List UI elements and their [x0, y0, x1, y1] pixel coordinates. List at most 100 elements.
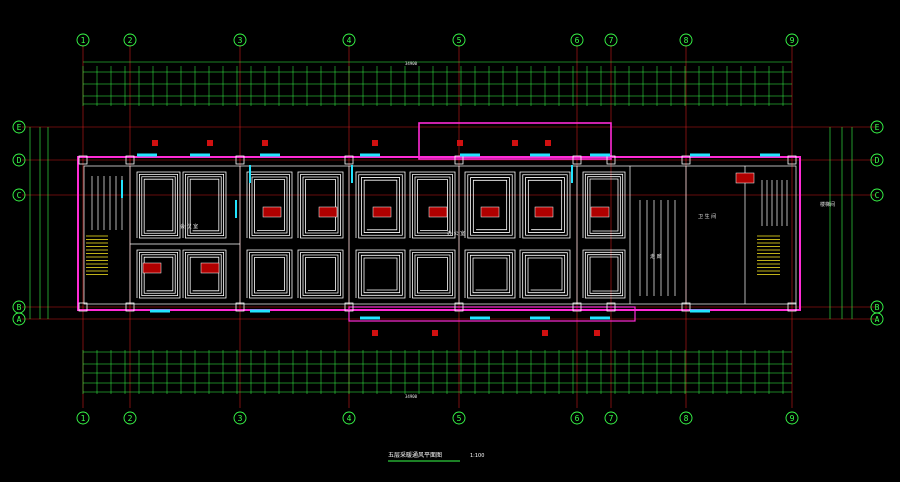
- dimension-lines: [29, 61, 853, 394]
- drawing-scale: 1:100: [470, 453, 484, 459]
- axis-label-row: C: [17, 191, 22, 200]
- column: [78, 302, 88, 312]
- column: [235, 302, 245, 312]
- axis-label-col: 5: [457, 36, 462, 45]
- room-label-stair: 楼梯间: [820, 201, 835, 208]
- axis-label-row: C: [875, 191, 880, 200]
- heating-coil: [582, 171, 626, 239]
- vent-marker: [372, 330, 378, 336]
- axis-bubble-row: [870, 153, 884, 167]
- vent-marker: [262, 140, 268, 146]
- axis-label-col: 8: [684, 36, 689, 45]
- axis-bubble-col: [452, 33, 466, 47]
- heating-coil: [182, 171, 227, 239]
- corridor-wall: [348, 306, 636, 322]
- axis-label-col: 8: [684, 414, 689, 423]
- axis-label-col: 1: [81, 414, 86, 423]
- window-duct: [360, 316, 380, 320]
- column: [454, 155, 464, 165]
- axis-bubble-col: [679, 33, 693, 47]
- ducts-and-fixtures: [86, 140, 780, 336]
- vent-marker: [207, 140, 213, 146]
- column: [572, 302, 582, 312]
- window-duct: [150, 309, 170, 313]
- room-label-corridor: 走 廊: [650, 253, 662, 260]
- column: [344, 302, 354, 312]
- axis-bubble-col: [123, 411, 137, 425]
- drawing-title: 五层采暖通风平面图: [388, 451, 442, 459]
- window-duct: [530, 153, 550, 157]
- heating-coil: [136, 171, 181, 239]
- window-duct: [360, 153, 380, 157]
- vent-marker: [594, 330, 600, 336]
- interior-wall: [83, 165, 797, 305]
- axis-label-row: D: [875, 156, 880, 165]
- window-duct: [590, 153, 610, 157]
- axis-bubble-row: [12, 120, 26, 134]
- window-duct: [690, 309, 710, 313]
- column: [606, 302, 616, 312]
- window-duct: [590, 316, 610, 320]
- axis-label-col: 3: [238, 414, 243, 423]
- heating-coil: [355, 171, 406, 239]
- heating-coils: [91, 171, 788, 299]
- axis-bubble-col: [570, 411, 584, 425]
- heating-coil: [297, 249, 344, 299]
- heating-coil: [355, 249, 406, 299]
- heater-tag: [200, 262, 220, 274]
- heater-tag: [534, 206, 554, 218]
- exterior-wall: [77, 156, 801, 311]
- axis-bubble-col: [123, 33, 137, 47]
- vent-marker: [512, 140, 518, 146]
- axis-bubble-row: [870, 188, 884, 202]
- bottom-overall-dim: 34900: [405, 394, 418, 399]
- axis-label-row: B: [875, 303, 880, 312]
- axis-bubble-col: [785, 411, 799, 425]
- room-label-meeting: 会 议 室: [180, 223, 198, 230]
- axis-bubble-col: [679, 411, 693, 425]
- heating-coil: [519, 171, 571, 239]
- heating-coil: [246, 171, 293, 239]
- window-duct: [690, 153, 710, 157]
- vent-marker: [542, 330, 548, 336]
- axis-bubble-col: [233, 411, 247, 425]
- axis-label-col: 2: [128, 414, 133, 423]
- heating-coil: [519, 249, 571, 299]
- grid-lines: [22, 45, 876, 408]
- axis-label-col: 9: [790, 414, 795, 423]
- heating-coil: [246, 249, 293, 299]
- axis-bubble-col: [785, 33, 799, 47]
- window-duct: [250, 309, 270, 313]
- heater-tag: [590, 206, 610, 218]
- heating-coil: [136, 249, 181, 299]
- axis-label-row: B: [17, 303, 22, 312]
- heater-tag: [318, 206, 338, 218]
- axis-bubble-col: [342, 411, 356, 425]
- axis-label-row: E: [17, 123, 22, 132]
- vent-marker: [432, 330, 438, 336]
- axis-bubble-col: [604, 33, 618, 47]
- vent-marker: [152, 140, 158, 146]
- column: [787, 302, 797, 312]
- heater-tag: [142, 262, 162, 274]
- heating-coil: [409, 249, 456, 299]
- axis-bubble-col: [76, 33, 90, 47]
- axis-label-col: 7: [609, 414, 614, 423]
- stair-core-wall: [418, 122, 612, 160]
- axis-bubble-col: [76, 411, 90, 425]
- vent-marker: [545, 140, 551, 146]
- column: [606, 155, 616, 165]
- axis-label-col: 6: [575, 36, 580, 45]
- column: [681, 302, 691, 312]
- axis-bubble-row: [870, 120, 884, 134]
- axis-label-col: 4: [347, 36, 352, 45]
- axis-label-col: 9: [790, 36, 795, 45]
- column: [125, 302, 135, 312]
- window-duct: [470, 316, 490, 320]
- axis-label-col: 4: [347, 414, 352, 423]
- column: [787, 155, 797, 165]
- walls: [77, 122, 801, 322]
- column: [344, 155, 354, 165]
